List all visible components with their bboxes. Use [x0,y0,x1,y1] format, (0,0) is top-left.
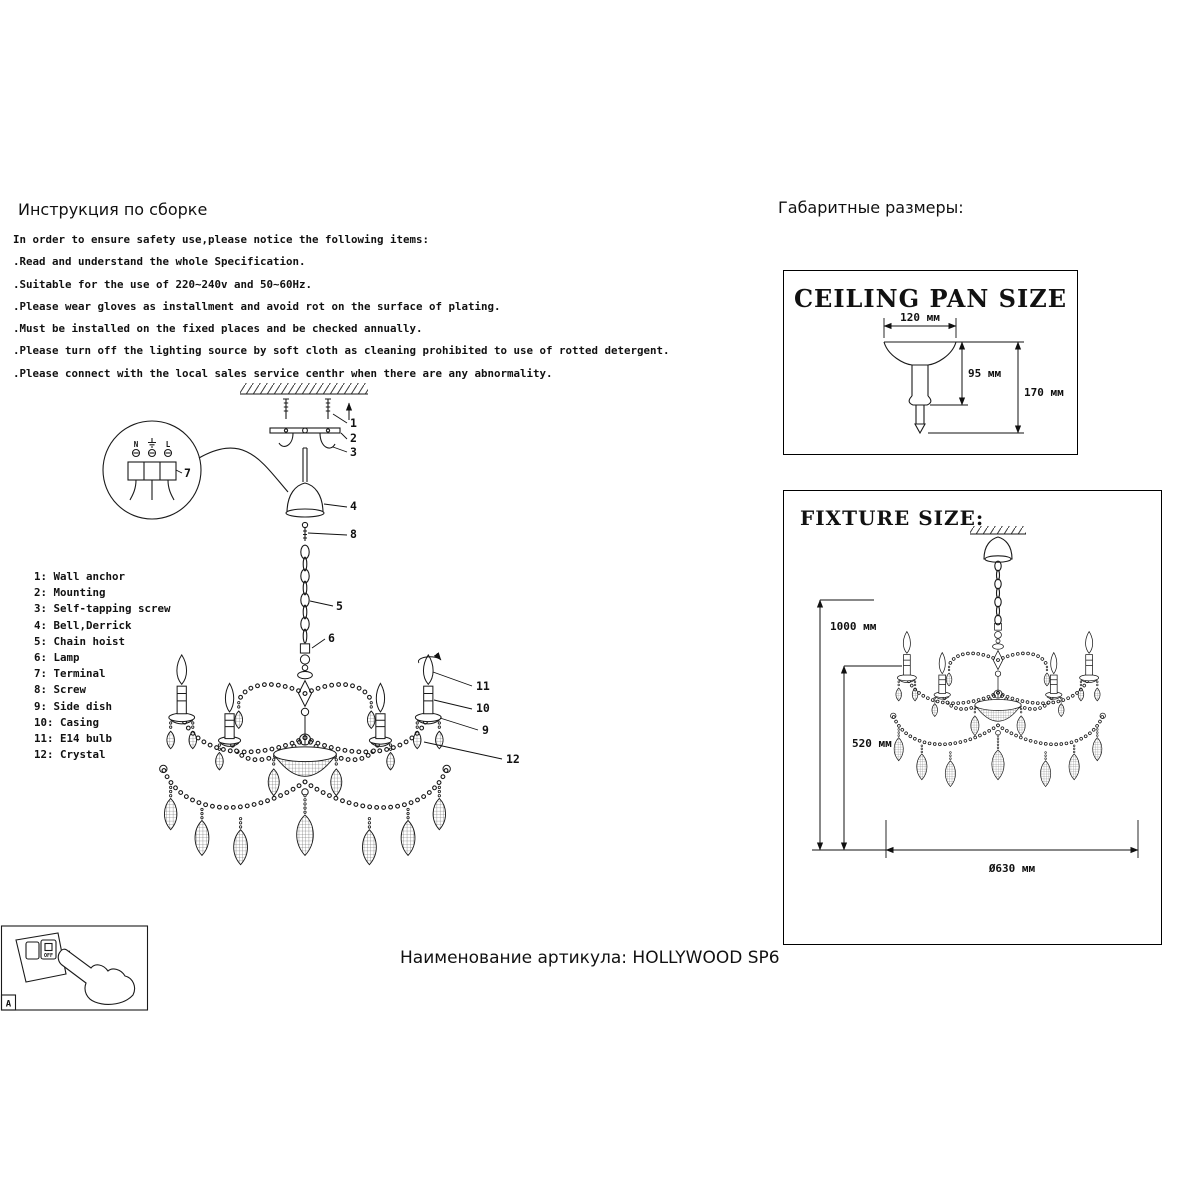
part-item: 10: Casing [34,715,100,729]
part-item: 7: Terminal [34,667,106,681]
callout-11: 11 [476,679,490,693]
switch-toggle [44,942,53,952]
press-arrow [61,950,93,973]
callout-1: 1 [350,416,357,430]
figure-label-a: A [6,1000,12,1010]
ceiling-pan-box: CEILING PAN SIZE [783,270,1078,455]
part-item: 3: Self-tapping screw [34,602,171,616]
callout-7: 7 [184,466,191,480]
instructions-list: In order to ensure safety use,please not… [13,229,670,385]
part-item: 9: Side dish [34,699,113,713]
screw [301,521,309,541]
part-item: 8: Screw [34,683,87,697]
part-item: 6: Lamp [34,651,80,665]
hand-icon [57,948,136,1005]
instructions-intro: In order to ensure safety use,please not… [13,233,430,246]
instructions-title: Инструкция по сборке [18,200,208,219]
mounting-plate [269,427,341,434]
callout-10: 10 [476,701,490,715]
ceiling-pan-title: CEILING PAN SIZE [793,284,1068,313]
callout-3: 3 [350,445,357,459]
bell-canopy [285,447,325,518]
switch-device [40,939,57,960]
parts-list: 1: Wall anchor 2: Mounting 3: Self-tappi… [34,569,171,763]
instruction-item: .Please turn off the lighting source by … [13,344,670,358]
terminal-label-l: L [166,440,171,449]
instruction-item: .Please connect with the local sales ser… [13,366,553,380]
figure-label-box [0,994,17,1011]
callout-6: 6 [328,631,335,645]
callout-8: 8 [350,527,357,541]
part-item: 2: Mounting [34,586,106,600]
chandelier-drawing [160,644,451,865]
part-item: 4: Bell,Derrick [34,618,132,632]
earth-symbol [148,438,156,448]
part-item: 1: Wall anchor [34,570,126,583]
part-item: 11: E14 bulb [34,732,113,746]
instruction-item: .Read and understand the whole Specifica… [13,255,306,269]
part-item: 5: Chain hoist [34,634,126,648]
terminal-wire [198,447,289,493]
switch-plate [15,932,67,983]
callout-9: 9 [482,723,489,737]
callout-leaders [175,413,503,760]
fixture-box: FIXTURE SIZE: [783,490,1162,945]
callout-12: 12 [506,752,520,766]
instruction-item: .Suitable for the use of 220~240v and 50… [13,277,313,291]
instruction-item: .Please wear gloves as installment and a… [13,299,501,313]
callout-2: 2 [350,431,357,445]
terminal-label-n: N [134,440,139,449]
switch-off-label: OFF [44,953,53,959]
chain [300,544,310,644]
hooks [278,432,336,449]
bulb-rotation-arrow [417,652,442,664]
callout-4: 4 [350,499,357,513]
wall-anchor [283,398,331,419]
article-label: Наименование артикула: HOLLYWOOD SP6 [400,948,780,968]
terminal-detail: N L [102,420,202,520]
switch-figure: OFF A [0,925,149,1011]
callout-5: 5 [336,599,343,613]
part-item: 12: Crystal [34,748,106,762]
fixture-size-title: FIXTURE SIZE: [800,506,985,530]
instruction-item: .Must be installed on the fixed places a… [13,322,423,336]
dimensions-title: Габаритные размеры: [778,198,964,217]
